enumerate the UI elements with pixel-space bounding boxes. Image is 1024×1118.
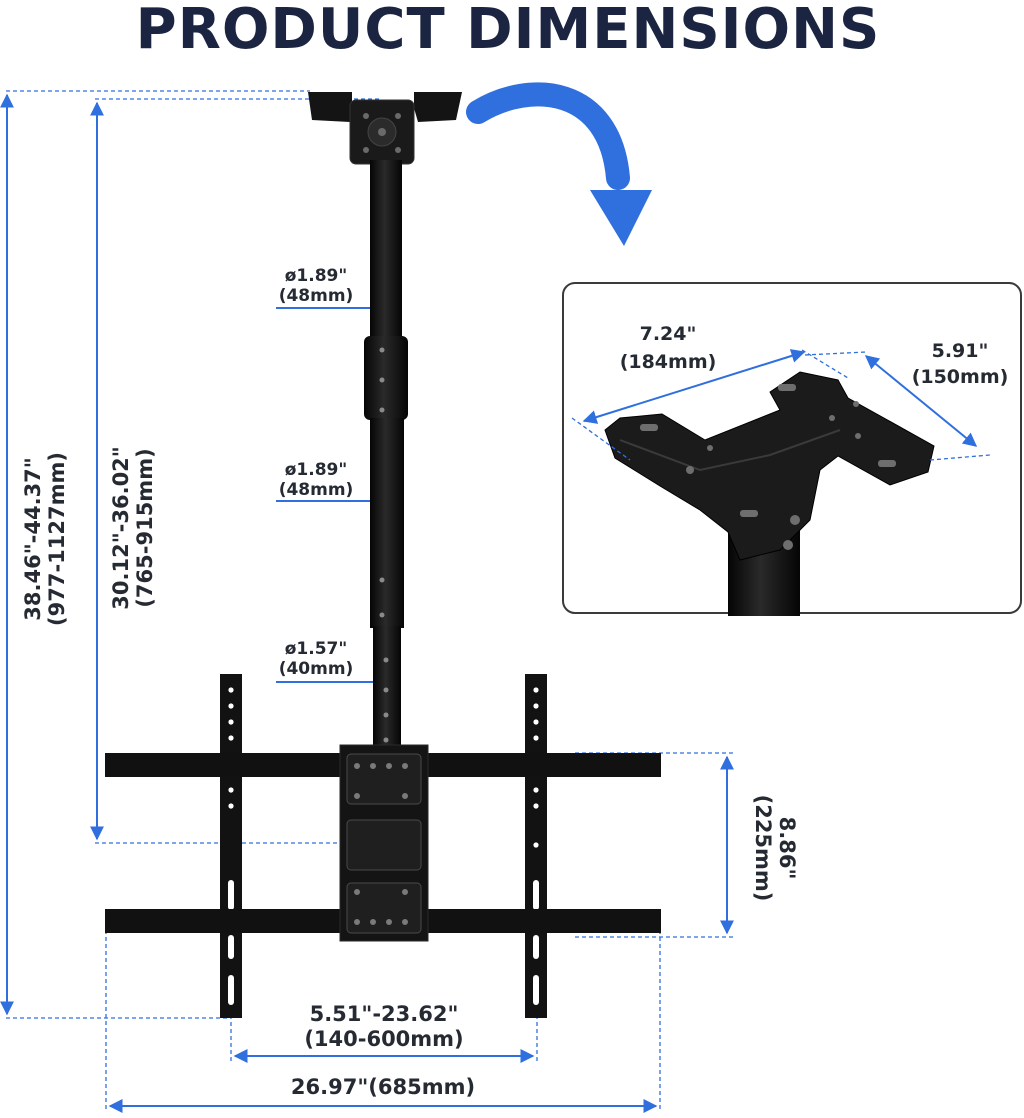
- tv-mount-plate: [105, 674, 661, 1018]
- pole-height-mm-label: (765-915mm): [133, 448, 157, 607]
- extension-pole: [364, 160, 408, 750]
- pole-height-label: 30.12"-36.02": [109, 446, 133, 609]
- arm-spacing-label: 5.51"-23.62": [310, 1002, 459, 1026]
- arm-spacing-mm-label: (140-600mm): [304, 1027, 463, 1051]
- dia-low-label: ø1.57": [285, 639, 347, 659]
- plate-width-mm-label: (150mm): [912, 366, 1009, 388]
- plate-length-mm-label: (184mm): [620, 351, 717, 373]
- ceiling-bracket: [308, 92, 462, 165]
- bracket-detail-panel: [562, 282, 1022, 616]
- total-width-label: 26.97"(685mm): [291, 1075, 475, 1099]
- plate-width-label: 5.91": [932, 340, 989, 362]
- plate-length-label: 7.24": [640, 323, 697, 345]
- dia-top-mm-label: (48mm): [279, 286, 354, 306]
- curved-arrow-icon: [466, 82, 652, 246]
- page-title: PRODUCT DIMENSIONS: [136, 0, 881, 62]
- dia-mid-label: ø1.89": [285, 460, 347, 480]
- dia-low-mm-label: (40mm): [279, 659, 354, 679]
- dia-mid-mm-label: (48mm): [279, 480, 354, 500]
- bar-spacing-mm-label: (225mm): [751, 795, 775, 902]
- bar-spacing-label: 8.86": [775, 817, 799, 880]
- dia-top-label: ø1.89": [285, 266, 347, 286]
- total-height-label: 38.46"-44.37": [21, 457, 45, 620]
- total-height-mm-label: (977-1127mm): [45, 452, 69, 626]
